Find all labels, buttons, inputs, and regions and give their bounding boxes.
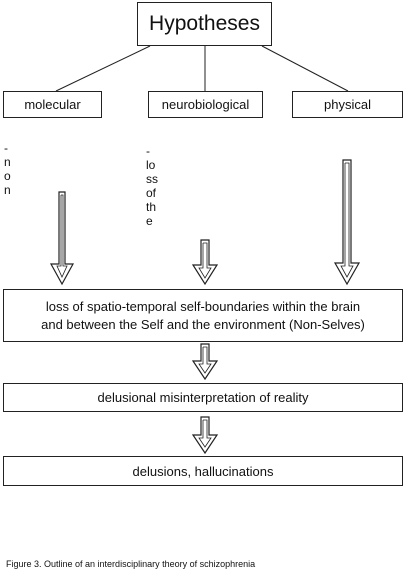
- mechanism-line-1: loss of spatio-temporal self-boundaries …: [45, 298, 361, 314]
- figure-caption: Figure 3. Outline of an interdisciplinar…: [6, 559, 256, 569]
- vertical-text-line: -: [4, 141, 8, 155]
- mechanism-line-2: and between the Self and the environment…: [41, 316, 365, 332]
- arrow-molecular: [49, 191, 75, 286]
- vertical-text-line: lo: [146, 158, 156, 172]
- hypotheses-box: Hypotheses: [137, 2, 272, 46]
- vertical-text-line: n: [4, 183, 11, 197]
- vertical-text-line: th: [146, 200, 157, 214]
- mechanism-box: loss of spatio-temporal self-boundaries …: [3, 289, 403, 342]
- vertical-text-line: o: [4, 169, 11, 183]
- molecular-vertical-text: - n o n: [4, 141, 18, 197]
- neurobiological-vertical-text: - lo ss of th e: [146, 144, 168, 228]
- vertical-text-line: ss: [146, 172, 158, 186]
- outcome-box: delusions, hallucinations: [3, 456, 403, 486]
- category-molecular-box: molecular: [3, 91, 102, 118]
- delusional-misinterpretation-label: delusional misinterpretation of reality: [97, 390, 309, 405]
- category-molecular-label: molecular: [24, 97, 81, 112]
- delusional-misinterpretation-box: delusional misinterpretation of reality: [3, 383, 403, 412]
- vertical-text-line: e: [146, 214, 153, 228]
- arrow-mechanism-to-delusional: [191, 343, 219, 381]
- connector-line-physical: [261, 45, 349, 92]
- connector-line-molecular: [55, 45, 151, 92]
- outcome-label: delusions, hallucinations: [132, 463, 274, 479]
- category-neurobiological-box: neurobiological: [148, 91, 263, 118]
- vertical-text-line: n: [4, 155, 11, 169]
- category-physical-box: physical: [292, 91, 403, 118]
- arrow-delusional-to-outcome: [191, 416, 219, 455]
- vertical-text-line: of: [146, 186, 157, 200]
- category-physical-label: physical: [324, 97, 371, 112]
- arrow-physical: [333, 159, 361, 286]
- category-neurobiological-label: neurobiological: [161, 97, 250, 112]
- arrow-neurobiological: [191, 239, 219, 286]
- hypotheses-title: Hypotheses: [149, 12, 260, 35]
- vertical-text-line: -: [146, 144, 150, 158]
